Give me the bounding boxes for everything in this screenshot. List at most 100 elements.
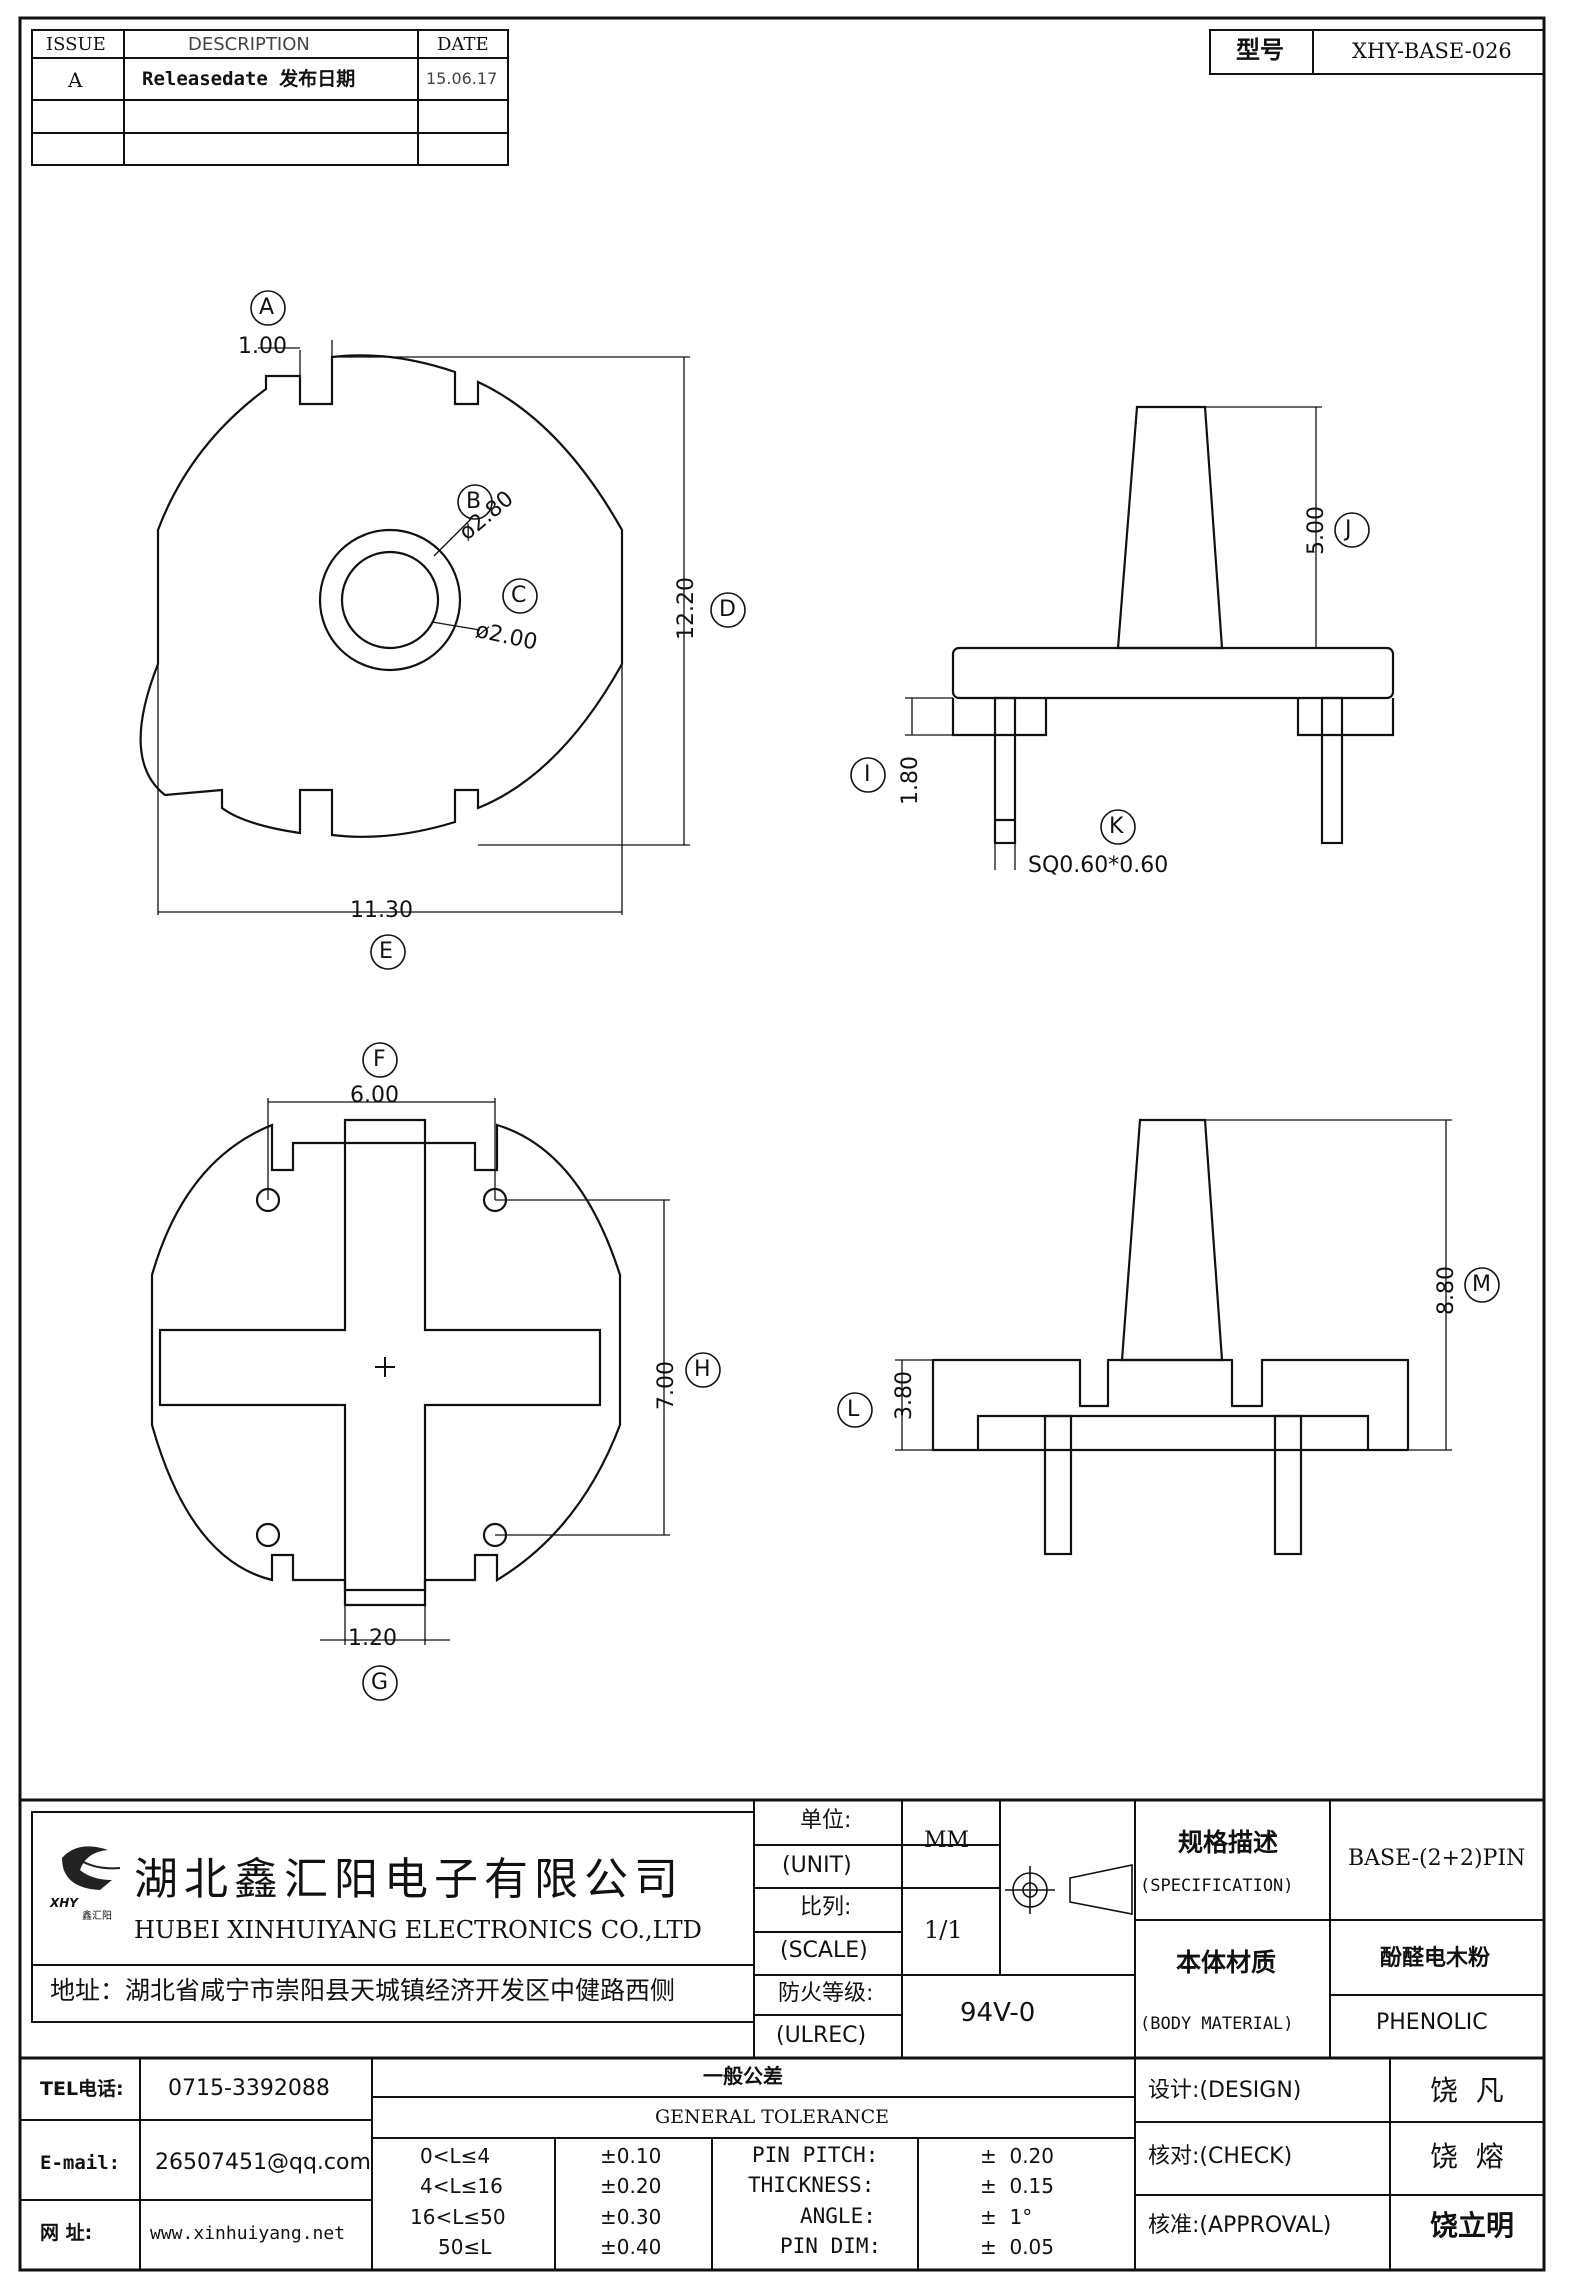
- rev-header-issue: ISSUE: [46, 34, 106, 55]
- approval-name: 饶立明: [1430, 2209, 1515, 2242]
- dim-e-value: 11.30: [350, 898, 413, 923]
- callout-f: F: [373, 1047, 386, 1072]
- dim-i-value: 1.80: [898, 756, 923, 805]
- tol-value-2: ±0.20: [600, 2174, 662, 2198]
- material-label-en: (BODY MATERIAL): [1140, 2014, 1294, 2034]
- top-view-outer-ring: [318, 528, 462, 672]
- rev-row-date: 15.06.17: [426, 69, 498, 88]
- rev-row-issue: A: [68, 68, 83, 92]
- web-value: www.xinhuiyang.net: [150, 2223, 346, 2244]
- unit-value: MM: [924, 1828, 970, 1853]
- check-name: 饶 熔: [1430, 2140, 1504, 2173]
- email-value: 26507451@qq.com: [155, 2150, 371, 2175]
- rev-header-date: DATE: [437, 34, 489, 55]
- callout-i: I: [864, 762, 871, 787]
- company-logo: [62, 1846, 121, 1890]
- dim-k-value: SQ0.60*0.60: [1028, 853, 1169, 878]
- tol-other-name-2: THICKNESS:: [748, 2173, 875, 2197]
- model-box: [1209, 29, 1545, 75]
- rev-row-description: Releasedate 发布日期: [142, 68, 356, 90]
- tol-other-value-1: ± 0.20: [980, 2144, 1055, 2168]
- tolerance-title-cn: 一般公差: [703, 2064, 783, 2088]
- title-block-grid: [20, 1798, 1544, 2270]
- model-value: XHY-BASE-026: [1352, 39, 1512, 63]
- front-view: [931, 1118, 1410, 1556]
- spec-label-en: (SPECIFICATION): [1140, 1876, 1294, 1896]
- bottom-view-dimensions: [267, 1098, 670, 1645]
- tol-value-4: ±0.40: [600, 2235, 662, 2259]
- callout-j: J: [1345, 517, 1352, 542]
- top-view: [139, 354, 624, 838]
- tol-other-name-3: ANGLE:: [800, 2204, 876, 2228]
- bottom-view-cross: [158, 1141, 602, 1592]
- tol-other-value-3: ± 1°: [980, 2205, 1033, 2229]
- approval-label: 核准:(APPROVAL): [1148, 2213, 1332, 2238]
- callout-e: E: [379, 939, 393, 964]
- callout-m: M: [1472, 1272, 1491, 1297]
- revision-table-grid: [31, 29, 509, 166]
- email-label: E-mail:: [40, 2152, 121, 2174]
- spec-value: BASE-(2+2)PIN: [1348, 1846, 1526, 1871]
- unit-label-en: (UNIT): [782, 1853, 852, 1878]
- fire-label-cn: 防火等级:: [778, 1981, 874, 2006]
- fire-label-en: (ULREC): [776, 2023, 867, 2048]
- dim-f-value: 6.00: [350, 1083, 399, 1108]
- tol-value-3: ±0.30: [600, 2205, 662, 2229]
- logo-subtext: 鑫汇阳: [82, 1911, 112, 1922]
- dim-h-value: 7.00: [654, 1361, 679, 1410]
- callout-a: A: [259, 295, 275, 320]
- company-address: 地址：湖北省咸宁市崇阳县天城镇经济开发区中健路西侧: [50, 1976, 676, 2005]
- logo-text: XHY: [50, 1896, 78, 1910]
- scale-label-en: (SCALE): [780, 1938, 868, 1963]
- callout-c: C: [511, 583, 527, 608]
- tol-range-1: 0<L≤4: [420, 2144, 491, 2168]
- company-name-en: HUBEI XINHUIYANG ELECTRONICS CO.,LTD: [134, 1916, 702, 1944]
- bottom-view: [150, 1118, 622, 1607]
- callout-g: G: [371, 1670, 389, 1695]
- material-value-en: PHENOLIC: [1376, 2010, 1488, 2035]
- material-value-cn: 酚醛电木粉: [1380, 1946, 1491, 1971]
- top-view-outline: [139, 354, 624, 838]
- dim-a-value: 1.00: [238, 334, 287, 359]
- dim-g-value: 1.20: [348, 1626, 397, 1651]
- tol-other-value-2: ± 0.15: [980, 2174, 1055, 2198]
- design-name: 饶 凡: [1430, 2074, 1504, 2107]
- material-label-cn: 本体材质: [1176, 1948, 1277, 1977]
- scale-value: 1/1: [924, 1916, 963, 1944]
- callout-k: K: [1109, 814, 1124, 839]
- spec-label-cn: 规格描述: [1178, 1828, 1279, 1857]
- callout-h: H: [694, 1357, 711, 1382]
- tol-other-name-4: PIN DIM:: [780, 2234, 882, 2258]
- tel-label: TEL电话:: [40, 2078, 124, 2100]
- check-label: 核对:(CHECK): [1148, 2144, 1293, 2169]
- unit-label-cn: 单位:: [800, 1808, 852, 1833]
- dim-d-value: 12.20: [674, 577, 699, 640]
- dim-j-value: 5.00: [1304, 506, 1329, 555]
- front-view-dimensions: [895, 1119, 1452, 1451]
- side-view: [951, 405, 1395, 845]
- company-name-cn: 湖北鑫汇阳电子有限公司: [134, 1854, 684, 1905]
- tol-range-4: 50≤L: [438, 2235, 492, 2259]
- callout-l: L: [847, 1397, 860, 1422]
- model-label: 型号: [1236, 36, 1284, 64]
- top-view-dimensions: [157, 340, 690, 915]
- tol-value-1: ±0.10: [600, 2144, 662, 2168]
- bottom-view-outline: [150, 1118, 622, 1607]
- drawing-border: [18, 16, 1546, 2272]
- tol-other-value-4: ± 0.05: [980, 2235, 1055, 2259]
- projection-symbol: [1005, 1864, 1133, 1915]
- scale-label-cn: 比列:: [800, 1895, 852, 1920]
- web-label: 网 址:: [40, 2222, 93, 2244]
- fire-value: 94V-0: [960, 1998, 1036, 2028]
- dim-l-value: 3.80: [892, 1371, 917, 1420]
- callout-circles: [250, 290, 1500, 1701]
- tol-range-3: 16<L≤50: [410, 2205, 506, 2229]
- callout-b: B: [466, 489, 482, 514]
- dim-m-value: 8.80: [1434, 1266, 1459, 1315]
- tol-range-2: 4<L≤16: [420, 2174, 503, 2198]
- callout-d: D: [719, 597, 736, 622]
- tolerance-title-en: GENERAL TOLERANCE: [655, 2106, 890, 2128]
- rev-header-description: DESCRIPTION: [188, 34, 310, 55]
- top-view-center-hole: [340, 550, 440, 650]
